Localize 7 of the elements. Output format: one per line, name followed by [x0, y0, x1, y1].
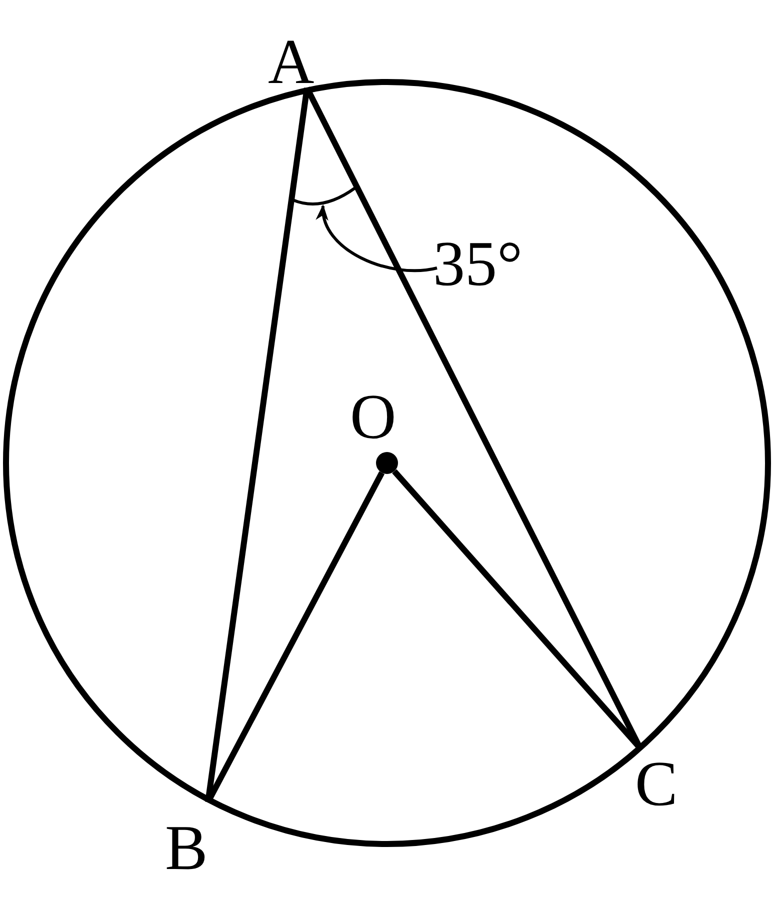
point-label: O: [350, 385, 396, 449]
point-label: B: [165, 816, 208, 880]
leader-line: [318, 204, 438, 272]
line-segment: [205, 88, 310, 802]
point-label: C: [635, 752, 678, 816]
point-label: A: [268, 30, 314, 94]
angle-label: 35°: [433, 232, 523, 296]
